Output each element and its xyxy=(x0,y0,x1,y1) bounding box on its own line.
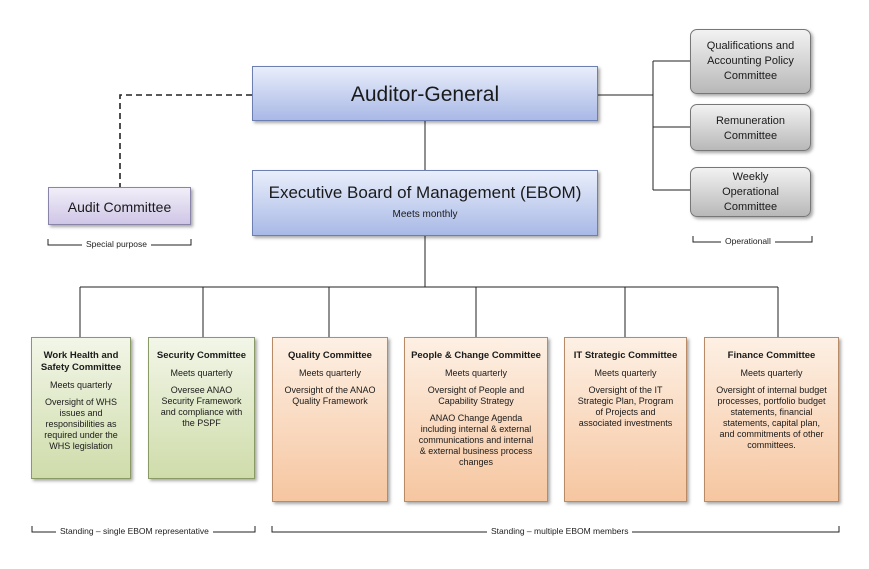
desc-line: ANAO Change Agenda xyxy=(429,413,523,423)
committee-title: IT Strategic Committee xyxy=(573,350,678,361)
desc-line: changes xyxy=(458,457,494,467)
security-committee-box[interactable]: Security Committee Meets quarterly Overs… xyxy=(148,337,255,479)
desc-line: Oversight of internal budget xyxy=(716,385,827,395)
desc-line: Oversight of WHS xyxy=(44,397,118,407)
committee-title: Quality Committee xyxy=(288,350,372,361)
desc-line: the PSPF xyxy=(182,418,221,428)
qualifications-committee-box[interactable]: Qualifications and Accounting Policy Com… xyxy=(690,29,811,94)
desc-line: Oversight of People and xyxy=(427,385,525,395)
desc-line: statements, financial xyxy=(730,407,813,417)
desc-line: and compliance with xyxy=(160,407,243,417)
desc-line: committees. xyxy=(747,440,796,450)
audit-committee-box[interactable]: Audit Committee xyxy=(48,187,191,225)
desc-line: Strategic Plan, Program xyxy=(577,396,674,406)
people-change-committee-box[interactable]: People & Change Committee Meets quarterl… xyxy=(404,337,548,502)
ebom-title: Executive Board of Management (EBOM) xyxy=(268,183,582,202)
desc-line: associated investments xyxy=(578,418,673,428)
desc-line: & external business process xyxy=(419,446,533,456)
auditor-general-label: Auditor-General xyxy=(350,83,500,106)
standing-multiple-label: Standing – multiple EBOM members xyxy=(487,526,633,536)
committee-title: Finance Committee xyxy=(727,350,816,361)
desc-line: Security Framework xyxy=(161,396,242,406)
committee-title: People & Change Committee xyxy=(411,350,541,361)
ebom-subtitle: Meets monthly xyxy=(392,209,458,220)
op-line: Weekly xyxy=(732,171,769,183)
committee-meets: Meets quarterly xyxy=(49,380,113,390)
desc-line: and commitments of other xyxy=(719,429,824,439)
committee-meets: Meets quarterly xyxy=(170,368,233,378)
desc-line: of Projects and xyxy=(595,407,656,417)
desc-line: Capability Strategy xyxy=(438,396,514,406)
operational-label: Operationall xyxy=(721,236,775,246)
desc-line: Oversight of the ANAO xyxy=(284,385,376,395)
committee-title: Work Health and Safety Committee xyxy=(40,350,122,373)
whs-committee-box[interactable]: Work Health and Safety Committee Meets q… xyxy=(31,337,131,479)
committee-meets: Meets quarterly xyxy=(740,368,803,378)
op-line: Committee xyxy=(723,130,778,142)
committee-meets: Meets quarterly xyxy=(594,368,657,378)
op-line: Accounting Policy xyxy=(707,55,794,67)
desc-line: responsibilities as xyxy=(45,419,117,429)
finance-committee-box[interactable]: Finance Committee Meets quarterly Oversi… xyxy=(704,337,839,502)
ebom-box[interactable]: Executive Board of Management (EBOM) Mee… xyxy=(252,170,598,236)
committee-title: Security Committee xyxy=(156,350,247,361)
desc-line: issues and xyxy=(59,408,103,418)
it-strategic-committee-box[interactable]: IT Strategic Committee Meets quarterly O… xyxy=(564,337,687,502)
op-line: Operational xyxy=(722,186,779,198)
op-line: Committee xyxy=(723,201,778,213)
desc-line: processes, portfolio budget xyxy=(717,396,826,406)
audit-committee-label: Audit Committee xyxy=(67,199,172,215)
desc-line: including internal & external xyxy=(420,424,532,434)
desc-line: statements, capital plan, xyxy=(722,418,821,428)
committee-meets: Meets quarterly xyxy=(298,368,362,378)
desc-line: WHS legislation xyxy=(49,441,113,451)
desc-line: Oversee ANAO xyxy=(170,385,233,395)
remuneration-committee-box[interactable]: Remuneration Committee xyxy=(690,104,811,151)
op-line: Qualifications and xyxy=(706,40,795,52)
op-line: Remuneration xyxy=(715,115,786,127)
quality-committee-box[interactable]: Quality Committee Meets quarterly Oversi… xyxy=(272,337,388,502)
desc-line: Oversight of the IT xyxy=(588,385,663,395)
auditor-general-box[interactable]: Auditor-General xyxy=(252,66,598,121)
op-line: Committee xyxy=(723,70,778,82)
desc-line: Quality Framework xyxy=(292,396,368,406)
desc-line: required under the xyxy=(44,430,118,440)
committee-meets: Meets quarterly xyxy=(444,368,508,378)
weekly-operational-committee-box[interactable]: Weekly Operational Committee xyxy=(690,167,811,217)
standing-single-label: Standing – single EBOM representative xyxy=(56,526,213,536)
desc-line: communications and internal xyxy=(418,435,534,445)
special-purpose-label: Special purpose xyxy=(82,239,151,249)
